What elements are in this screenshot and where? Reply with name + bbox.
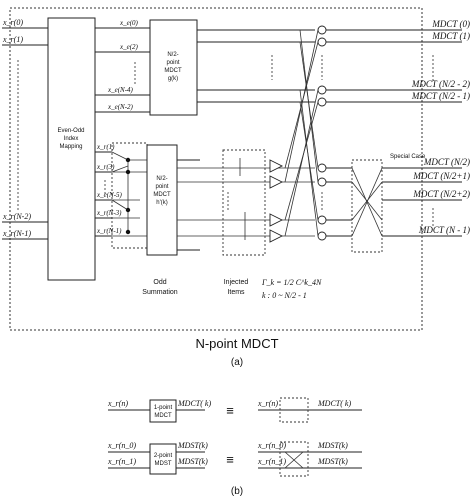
b-row2-block-label: 2-point [154, 453, 173, 459]
output-label: MDCT (N/2+2) [412, 189, 470, 199]
b-row1-block-label: MDCT [154, 413, 172, 419]
upper-mdct-block [149, 19, 198, 116]
upper-block-label: point [166, 60, 179, 66]
input-label: x_r(1) [2, 35, 23, 44]
injected-items-label: Injected [224, 279, 249, 286]
one-point-equivalent-region [279, 397, 309, 423]
sum-node [317, 97, 327, 107]
b-row1-block-label: 1-point [154, 405, 173, 411]
odd-signal-label: x_r(N-1) [96, 227, 122, 235]
two-point-equivalent-region [279, 441, 309, 477]
output-label: MDCT (N/2 - 2) [411, 79, 470, 89]
input-label: x_r(N-1) [2, 229, 31, 238]
lower-block-label: h'(k) [156, 200, 167, 206]
b-row2-rhs-output: MDST(k) [317, 441, 348, 450]
b-row2-rhs-output: MDST(k) [317, 457, 348, 466]
lower-block-label: point [155, 184, 168, 190]
input-label: x_r(0) [2, 18, 23, 27]
even-odd-mapping-block [47, 17, 96, 281]
mapping-label: Index [64, 136, 79, 142]
b-row2-output: MDST(k) [177, 457, 208, 466]
sum-node [317, 37, 327, 47]
even-signal-label: x_e(N-4) [107, 86, 134, 94]
lower-block-label: N/2- [156, 176, 167, 182]
odd-signal-label: x_r(N-3) [96, 209, 122, 217]
special-case-region [351, 159, 383, 253]
b-row2-output: MDST(k) [177, 441, 208, 450]
figure-title: N-point MDCT [195, 336, 278, 351]
special-case-label: Special Case [390, 154, 426, 160]
odd-signal-label: x_r(3) [96, 163, 115, 171]
b-row1-rhs-output: MDCT( k) [317, 399, 351, 408]
output-label: MDCT (1) [431, 31, 470, 41]
even-signal-label: x_e(N-2) [107, 103, 134, 111]
equivalence-symbol: ≡ [226, 452, 234, 467]
caption-b: (b) [231, 486, 243, 497]
odd-signal-label: x_e(N-5) [96, 191, 123, 199]
upper-block-label: MDCT [164, 68, 182, 74]
lower-mdct-block [146, 144, 178, 256]
one-point-mdct-block [149, 399, 177, 423]
butterfly-network [284, 29, 319, 237]
sum-node [317, 85, 327, 95]
even-signal-label: x_e(0) [119, 19, 139, 27]
output-label: MDCT (N/2) [423, 157, 470, 167]
odd-summation-label: Summation [142, 289, 178, 296]
even-signal-label: x_e(2) [119, 43, 139, 51]
b-row1-rhs-input: x_r(n) [257, 399, 278, 408]
gamma-formula: Γ_k = 1/2 C^k_4N [261, 278, 322, 287]
equivalence-symbol: ≡ [226, 403, 234, 418]
injected-items-region [222, 149, 266, 256]
output-label: MDCT (N - 1) [418, 225, 470, 235]
output-label: MDCT (0) [431, 19, 470, 29]
b-row2-rhs-input: x_r(n_1) [257, 457, 286, 466]
two-point-mdst-block [149, 443, 177, 475]
b-row2-input: x_r(n_1) [107, 457, 136, 466]
k-range-formula: k : 0 ~ N/2 - 1 [262, 291, 307, 300]
upper-block-label: g(k) [168, 76, 178, 82]
output-label: MDCT (N/2+1) [412, 171, 470, 181]
b-row2-rhs-input: x_r(n_0) [257, 441, 286, 450]
mdct-outer-frame [9, 7, 423, 331]
output-label: MDCT (N/2 - 1) [411, 91, 470, 101]
upper-block-label: N/2- [167, 52, 178, 58]
sum-node [317, 163, 327, 173]
caption-a: (a) [231, 357, 243, 368]
mapping-label: Mapping [59, 144, 82, 150]
b-row1-input: x_r(n) [107, 399, 128, 408]
lower-block-label: MDCT [153, 192, 171, 198]
injected-items-label: Items [227, 289, 245, 296]
sum-node [317, 215, 327, 225]
sum-node [317, 25, 327, 35]
b-row2-input: x_r(n_0) [107, 441, 136, 450]
odd-summation-region [111, 142, 148, 249]
b-row2-block-label: MDST [155, 461, 172, 467]
odd-signal-label: x_r(1) [96, 143, 115, 151]
sum-node [317, 231, 327, 241]
input-label: x_r(N-2) [2, 212, 31, 221]
odd-summation-label: Odd [153, 279, 166, 286]
b-row1-output: MDCT( k) [177, 399, 211, 408]
sum-node [317, 177, 327, 187]
mapping-label: Even-Odd [57, 128, 84, 134]
